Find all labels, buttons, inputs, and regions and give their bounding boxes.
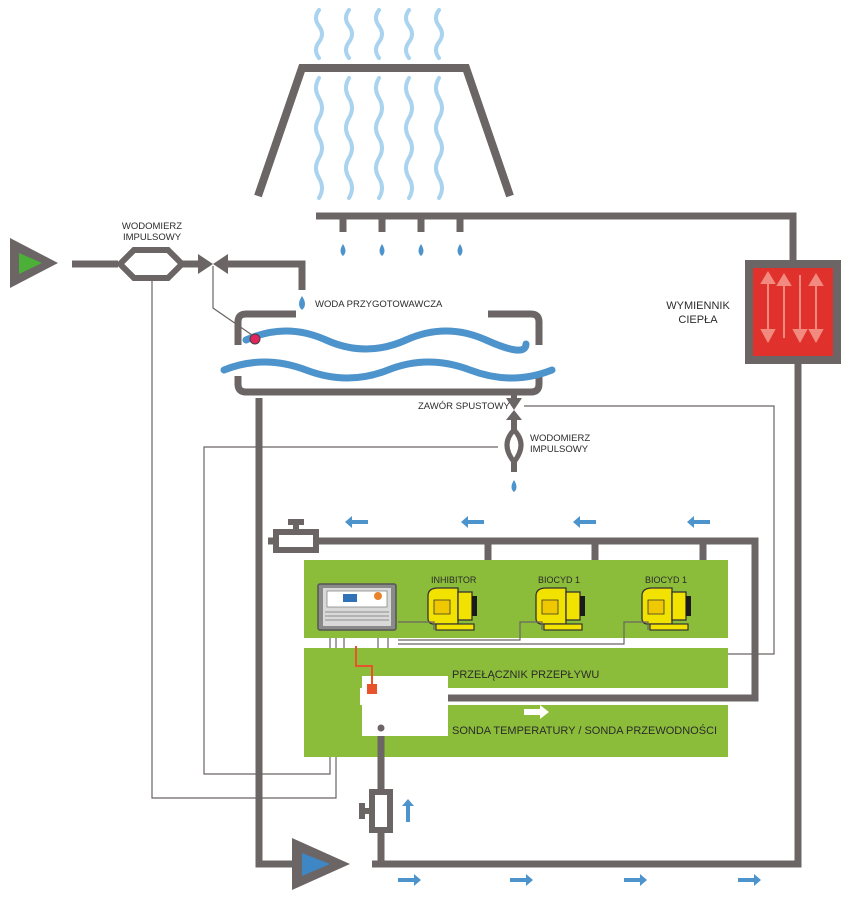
water-meter-drain-label: WODOMIERZ IMPULSOWY [530, 433, 590, 455]
level-sensor-icon [249, 333, 261, 345]
water-meter-drain-line2: IMPULSOWY [530, 444, 589, 455]
water-meter-drain-line1: WODOMIERZ [530, 433, 591, 444]
spray-drops [340, 244, 463, 256]
temperature-probe-icon [377, 724, 385, 732]
drain-valve-icon [506, 398, 522, 420]
vapor-line [374, 76, 384, 200]
dosing-pump-icon [535, 587, 585, 631]
flow-switch-label: PRZEŁĄCZNIK PRZEPŁYWU [452, 669, 600, 681]
flow-arrow-icon [402, 799, 414, 822]
heat-exchanger-label: WYMIENNIK CIEPŁA [656, 299, 740, 327]
bypass-valve-icon [359, 789, 393, 833]
drain-valve-label: ZAWÓR SPUSTOWY [418, 401, 510, 412]
flow-arrow-icon [461, 516, 484, 528]
water-drop-icon [457, 244, 463, 256]
heat-exchanger-line1: WYMIENNIK [666, 300, 730, 312]
conductivity-probe-cable [355, 646, 373, 684]
flow-arrow-icon [624, 874, 647, 886]
sensors-label: SONDA TEMPERATURY / SONDA PRZEWODNOŚCI [452, 725, 718, 737]
water-meter-top-line1: WODOMIERZ [121, 221, 183, 232]
water-drop-icon [511, 480, 517, 492]
water-meter-icon [115, 247, 187, 281]
flow-arrow-icon [345, 516, 368, 528]
water-drop-icon [418, 244, 424, 256]
flow-arrows [345, 516, 761, 886]
pump-signal-lines [398, 621, 649, 645]
pump-biocide-2-label: BIOCYD 1 [645, 575, 688, 585]
water-meter-top-label: WODOMIERZ IMPULSOWY [104, 221, 200, 243]
flow-arrow-icon [398, 874, 421, 886]
valve-icon [198, 254, 228, 274]
sensor-flow-arrow-icon [524, 705, 549, 719]
vapor-line [314, 76, 324, 200]
controller-icon [317, 583, 397, 631]
dosing-pump-icon [427, 587, 477, 631]
cold-water-basin [220, 310, 556, 396]
heat-exchanger-icon [745, 260, 841, 364]
pump-inhibitor-label: INHIBITOR [431, 575, 477, 585]
flow-arrow-icon [573, 516, 596, 528]
vapor-line [344, 8, 354, 60]
makeup-water-pipe [72, 260, 306, 290]
dosing-pump-icon [641, 587, 691, 631]
water-drop-icon [340, 244, 346, 256]
tower-shell [254, 64, 514, 198]
water-drop-icon [299, 296, 305, 310]
vapor-line [374, 8, 384, 60]
vapor-plumes [314, 8, 444, 200]
flow-arrow-icon [510, 874, 533, 886]
flow-arrow-icon [738, 874, 761, 886]
flow-arrow-icon [687, 516, 710, 528]
pump-biocide-1-label: BIOCYD 1 [538, 575, 581, 585]
water-drop-icon [379, 244, 385, 256]
conductivity-probe-icon [367, 684, 377, 694]
water-meter-top-line2: IMPULSOWY [122, 232, 182, 243]
level-signal-line [212, 266, 253, 336]
vapor-line [404, 8, 414, 60]
vapor-line [434, 8, 444, 60]
circulation-pump-icon [292, 838, 350, 890]
vapor-line [344, 76, 354, 200]
spray-header [316, 212, 797, 262]
main-circulation-pipe [255, 364, 802, 868]
heat-exchanger-line2: CIEPŁA [678, 314, 718, 326]
vapor-line [314, 8, 324, 60]
makeup-water-label: WODA PRZYGOTOWAWCZA [315, 299, 443, 310]
vapor-line [434, 76, 444, 200]
vapor-line [404, 76, 414, 200]
manual-valve-icon [273, 519, 319, 553]
